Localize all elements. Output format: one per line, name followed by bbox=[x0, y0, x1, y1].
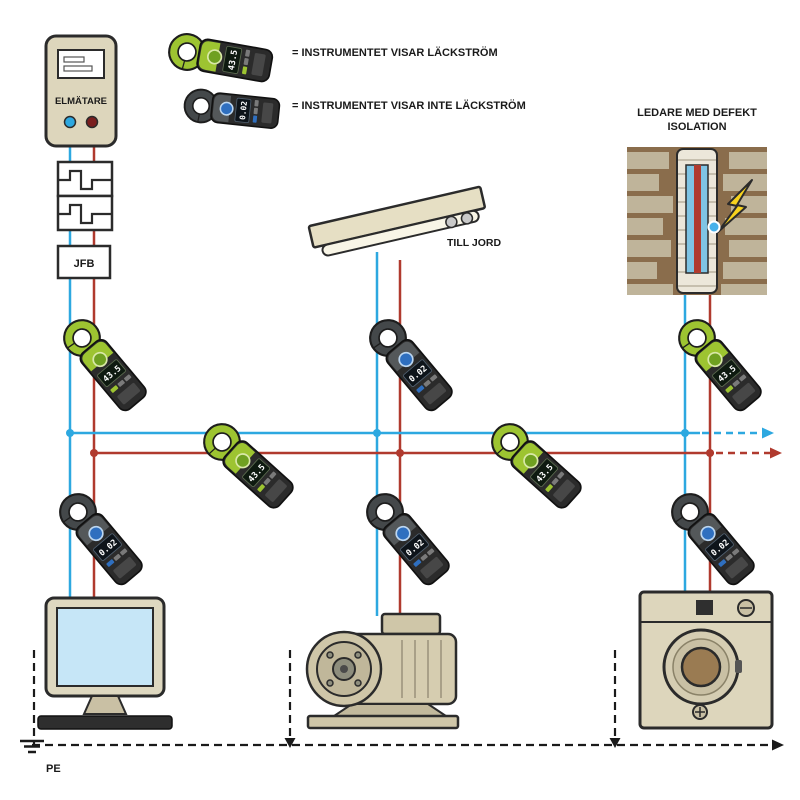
jfb-label: JFB bbox=[74, 258, 95, 270]
washer-display bbox=[696, 600, 713, 615]
bus-blue-arrow bbox=[762, 427, 774, 439]
keyboard bbox=[37, 715, 173, 730]
washing-machine bbox=[638, 590, 774, 730]
washer-door-glass bbox=[680, 646, 722, 688]
clamp-reading: 0.02 bbox=[238, 100, 249, 120]
junction-dot bbox=[681, 429, 689, 437]
conductor-red-core bbox=[694, 165, 701, 273]
junction-dot bbox=[90, 449, 98, 457]
monitor-stand bbox=[82, 695, 128, 715]
pe-arrow-down bbox=[609, 738, 621, 748]
legend-label-no-leak: = INSTRUMENTET VISAR INTE LÄCKSTRÖM bbox=[292, 99, 526, 112]
bus-red-arrow bbox=[770, 447, 782, 459]
defective-insulation-panel: LEDARE MED DEFEKT ISOLATION bbox=[627, 107, 767, 295]
pe-arrow-down bbox=[284, 738, 296, 748]
clamp-middle-lower: 0.02 bbox=[358, 485, 455, 590]
clamp-bus-right: 43.5 bbox=[483, 415, 587, 514]
fluorescent-tube bbox=[321, 209, 480, 257]
meter-terminal-red bbox=[85, 115, 99, 129]
clamp-left-lower: 0.02 bbox=[51, 485, 148, 590]
defect-label-line1: LEDARE MED DEFEKT bbox=[637, 107, 757, 119]
electric-motor bbox=[305, 612, 460, 730]
spark-point bbox=[707, 220, 721, 234]
fluorescent-fixture bbox=[307, 185, 486, 257]
meter-display bbox=[57, 49, 105, 79]
meter-terminal-blue bbox=[63, 115, 77, 129]
computer-monitor bbox=[37, 596, 173, 730]
electricity-meter: ELMÄTARE bbox=[44, 34, 118, 148]
legend-clamp-leak: 43.5 bbox=[165, 30, 275, 86]
motor-terminal-box bbox=[380, 612, 442, 636]
pe-arrow-right bbox=[772, 739, 784, 751]
pe-label: PE bbox=[46, 763, 61, 775]
legend: 43.5 = INSTRUMENTET VISAR LÄCKSTRÖM 0.02… bbox=[165, 30, 526, 132]
monitor-screen bbox=[56, 607, 154, 687]
junction-dot bbox=[66, 429, 74, 437]
breaker-stack bbox=[56, 160, 114, 232]
till-jord-label: TILL JORD bbox=[447, 237, 501, 249]
jfb-box: JFB bbox=[56, 244, 112, 280]
junction-dot bbox=[706, 449, 714, 457]
defect-label-line2: ISOLATION bbox=[667, 121, 726, 133]
meter-label: ELMÄTARE bbox=[55, 96, 107, 107]
motor-base bbox=[306, 714, 460, 730]
washer-door-handle bbox=[735, 660, 742, 673]
breaker-contact-symbol bbox=[58, 169, 112, 191]
clamp-bus-left: 43.5 bbox=[195, 415, 299, 514]
clamp-right-upper: 43.5 bbox=[670, 311, 767, 416]
breaker-contact-symbol bbox=[58, 203, 112, 225]
junction-dot bbox=[396, 449, 404, 457]
clamp-right-lower: 0.02 bbox=[663, 485, 760, 590]
clamp-reading: 43.5 bbox=[227, 49, 240, 71]
legend-label-leak: = INSTRUMENTET VISAR LÄCKSTRÖM bbox=[292, 46, 498, 59]
legend-clamp-no-leak: 0.02 bbox=[182, 87, 282, 132]
wall-bricks bbox=[627, 152, 767, 295]
conduit-cable bbox=[676, 148, 718, 294]
ground-symbol bbox=[20, 739, 44, 754]
clamp-left-upper: 43.5 bbox=[55, 311, 152, 416]
clamp-middle-upper: 0.02 bbox=[361, 311, 458, 416]
junction-dot bbox=[373, 429, 381, 437]
pe-ground-network: PE bbox=[20, 650, 784, 775]
